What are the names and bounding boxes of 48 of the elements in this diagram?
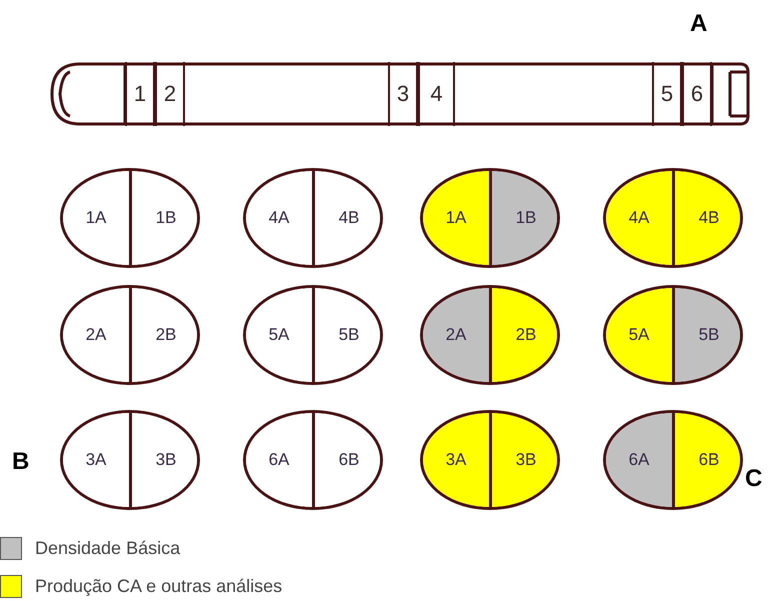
disc-half: 4A [606, 171, 675, 265]
disc-sample [420, 285, 560, 385]
legend-label: Produção CA e outras análises [35, 576, 282, 597]
disc-sample [603, 168, 743, 268]
disc-half: 5B [675, 288, 740, 382]
panel-letter: B [12, 448, 30, 476]
disc-sample [420, 410, 560, 510]
disc-half: 6A [246, 413, 315, 507]
disc-half: 5A [606, 288, 675, 382]
disc-sample [603, 285, 743, 385]
legend-label: Densidade Básica [35, 538, 180, 559]
panel-letter: A [690, 10, 708, 38]
disc-half: 3A [423, 413, 492, 507]
log-section: 2 [155, 62, 185, 126]
disc-half: 1B [132, 171, 197, 265]
log-section: 5 [652, 62, 682, 126]
disc-half: 2B [492, 288, 557, 382]
log-section: 4 [418, 62, 455, 126]
disc-sample [603, 410, 743, 510]
disc-half: 6B [675, 413, 740, 507]
disc-half: 5B [315, 288, 380, 382]
disc-sample [60, 168, 200, 268]
disc-half: 1A [63, 171, 132, 265]
disc-half: 2A [423, 288, 492, 382]
disc-half: 2A [63, 288, 132, 382]
disc-half: 4B [315, 171, 380, 265]
log-section: 6 [682, 62, 712, 126]
log-section: 1 [125, 62, 155, 126]
disc-sample [420, 168, 560, 268]
disc-sample [60, 410, 200, 510]
log-section: 3 [388, 62, 418, 126]
disc-half: 1B [492, 171, 557, 265]
disc-half: 1A [423, 171, 492, 265]
disc-half: 3B [492, 413, 557, 507]
disc-half: 4A [246, 171, 315, 265]
disc-half: 6B [315, 413, 380, 507]
disc-sample [243, 168, 383, 268]
disc-sample [243, 410, 383, 510]
disc-sample [243, 285, 383, 385]
disc-half: 3A [63, 413, 132, 507]
disc-half: 5A [246, 288, 315, 382]
disc-half: 2B [132, 288, 197, 382]
panel-letter: C [745, 465, 762, 493]
disc-sample [60, 285, 200, 385]
log-drawing [50, 62, 750, 126]
disc-half: 4B [675, 171, 740, 265]
disc-half: 3B [132, 413, 197, 507]
disc-half: 6A [606, 413, 675, 507]
